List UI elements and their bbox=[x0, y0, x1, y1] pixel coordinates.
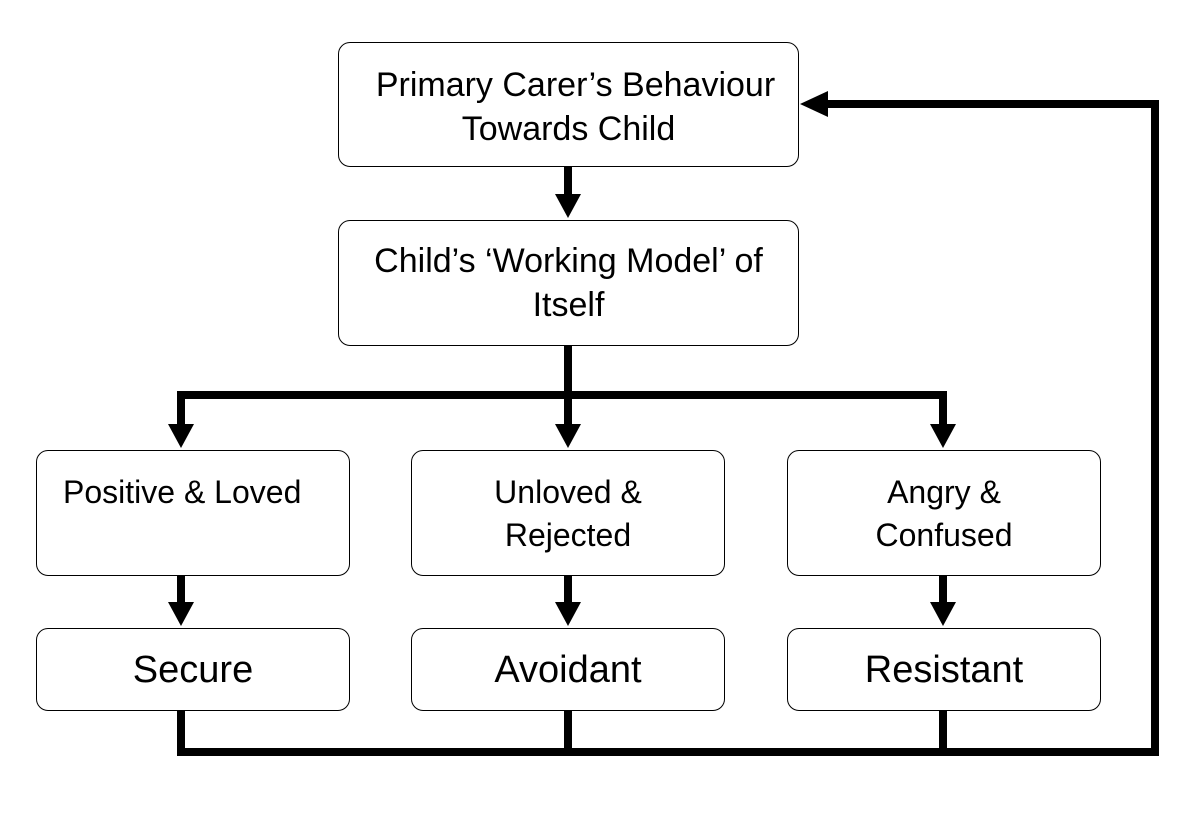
node-carer-line1: Primary Carer’s Behaviour bbox=[375, 66, 776, 104]
node-model-line1: Child’s ‘Working Model’ of bbox=[374, 242, 763, 280]
arrowhead-unloved bbox=[555, 424, 581, 448]
arrowhead-carer bbox=[800, 91, 828, 117]
node-angry-confused: Angry & Confused bbox=[787, 450, 1101, 576]
arrowhead-positive bbox=[168, 424, 194, 448]
node-unloved-line1: Unloved & bbox=[494, 474, 642, 510]
node-avoidant: Avoidant bbox=[411, 628, 725, 711]
node-unloved-line2: Rejected bbox=[504, 517, 632, 553]
arrowhead-avoidant bbox=[555, 602, 581, 626]
arrowhead-resistant bbox=[930, 602, 956, 626]
node-resistant: Resistant bbox=[787, 628, 1101, 711]
edge-model-split bbox=[177, 391, 947, 426]
node-avoidant-label: Avoidant bbox=[494, 648, 642, 691]
node-unloved-rejected: Unloved & Rejected bbox=[411, 450, 725, 576]
node-resistant-label: Resistant bbox=[864, 648, 1024, 691]
node-model-line2: Itself bbox=[532, 286, 605, 324]
node-secure-label: Secure bbox=[132, 648, 254, 691]
node-secure: Secure bbox=[36, 628, 350, 711]
node-positive-loved: Positive & Loved bbox=[36, 450, 350, 576]
node-positive-line1: Positive & Loved bbox=[63, 474, 302, 510]
arrowhead-secure bbox=[168, 602, 194, 626]
node-working-model: Child’s ‘Working Model’ of Itself bbox=[338, 220, 799, 346]
node-angry-line1: Angry & bbox=[887, 474, 1001, 510]
arrowhead-model bbox=[555, 194, 581, 218]
edge-feedback-loop bbox=[177, 100, 1159, 756]
arrowhead-angry bbox=[930, 424, 956, 448]
node-angry-line2: Confused bbox=[875, 517, 1013, 553]
node-carer-line2: Towards Child bbox=[461, 110, 676, 148]
node-primary-carer-behaviour: Primary Carer’s Behaviour Towards Child bbox=[338, 42, 799, 167]
